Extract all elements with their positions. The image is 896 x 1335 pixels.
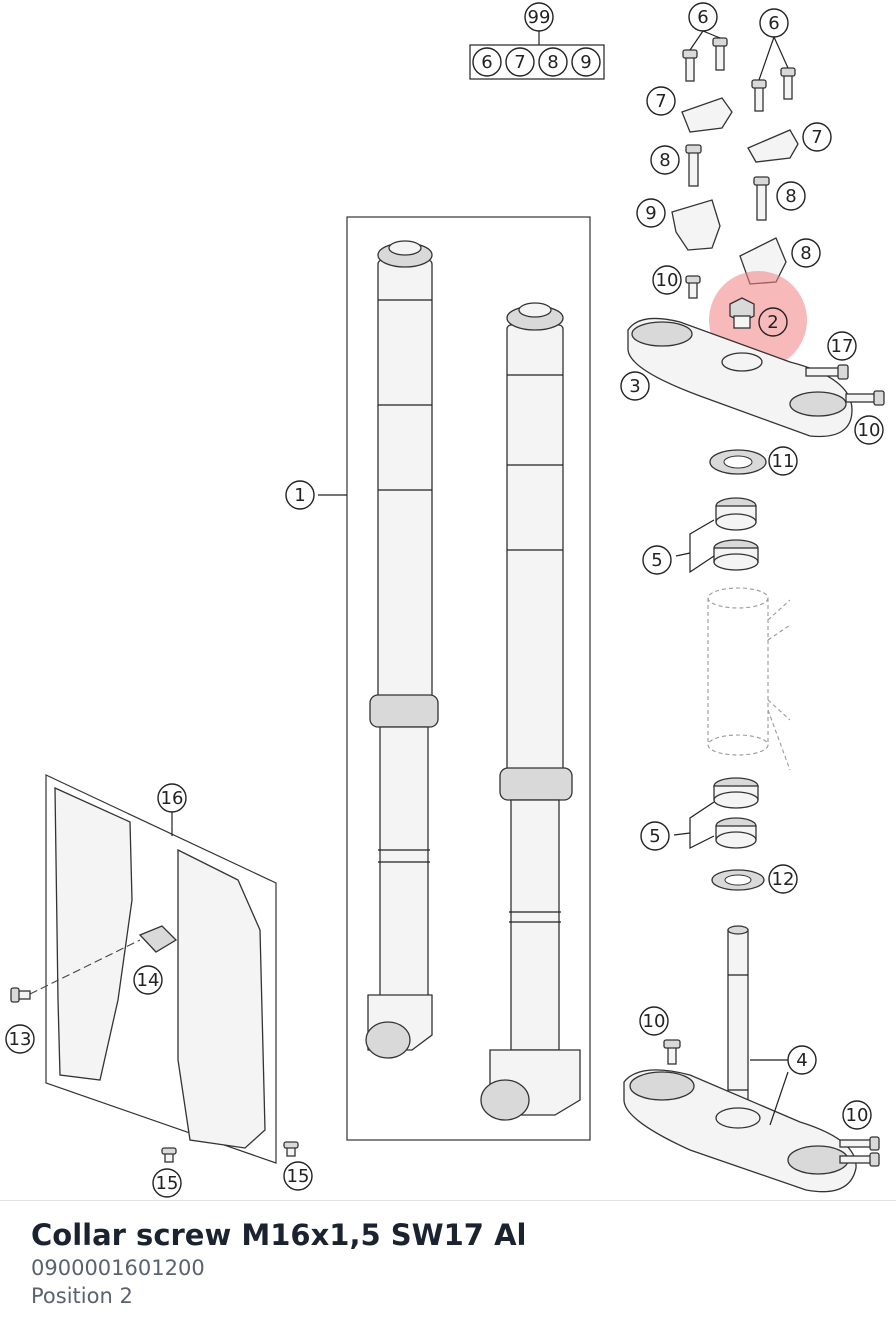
guard-screw-15-right[interactable] xyxy=(283,1141,299,1157)
fork-guard-left[interactable] xyxy=(54,786,133,1081)
fork-leg-left[interactable] xyxy=(365,240,439,1059)
kit-item-label: 9 xyxy=(580,52,591,73)
callout-label: 10 xyxy=(643,1011,666,1032)
dust-seal-11[interactable] xyxy=(709,449,767,475)
callout-17[interactable]: 17 xyxy=(827,331,857,361)
callout-4[interactable]: 4 xyxy=(787,1045,817,1075)
callout-7b[interactable]: 7 xyxy=(802,122,832,152)
callout-label: 5 xyxy=(651,550,662,571)
callout-label: 5 xyxy=(649,826,660,847)
callout-label: 8 xyxy=(785,186,796,207)
callout-label: 8 xyxy=(659,150,670,171)
callout-label: 17 xyxy=(831,336,854,357)
bolt-10-lower-right-pair[interactable] xyxy=(839,1136,880,1167)
callout-label: 15 xyxy=(287,1166,310,1187)
callout-label: 9 xyxy=(645,203,656,224)
callout-label: 4 xyxy=(796,1050,807,1071)
callout-15a[interactable]: 15 xyxy=(152,1168,182,1198)
callout-8c[interactable]: 8 xyxy=(791,238,821,268)
callout-8a[interactable]: 8 xyxy=(650,145,680,175)
screw-8-a[interactable] xyxy=(685,144,702,187)
callout-13[interactable]: 13 xyxy=(5,1024,35,1054)
kit-item-7[interactable]: 7 xyxy=(505,47,535,77)
handlebar-clamp-7-right[interactable] xyxy=(747,129,799,163)
callout-label: 7 xyxy=(811,127,822,148)
callout-label: 8 xyxy=(800,243,811,264)
bolt-10-side[interactable] xyxy=(845,390,885,406)
callout-6a[interactable]: 6 xyxy=(688,2,718,32)
callout-2[interactable]: 2 xyxy=(758,307,788,337)
fork-group-frame xyxy=(346,216,591,1141)
bolt-17[interactable] xyxy=(805,364,849,380)
callout-label: 12 xyxy=(772,869,795,890)
callout-6b[interactable]: 6 xyxy=(759,8,789,38)
bolt-6-right-pair[interactable] xyxy=(751,36,796,112)
screw-8-b[interactable] xyxy=(753,176,770,221)
callout-3[interactable]: 3 xyxy=(620,371,650,401)
callout-label: 11 xyxy=(772,451,795,472)
bolt-6-left-pair[interactable] xyxy=(682,30,728,82)
kit-item-9[interactable]: 9 xyxy=(571,47,601,77)
callout-label: 1 xyxy=(294,485,305,506)
callout-9[interactable]: 9 xyxy=(636,198,666,228)
callout-label: 10 xyxy=(656,270,679,291)
part-title: Collar screw M16x1,5 SW17 Al xyxy=(31,1218,527,1252)
callout-label: 99 xyxy=(528,7,551,28)
divider xyxy=(0,1200,896,1201)
kit-item-label: 6 xyxy=(481,52,492,73)
callout-5a[interactable]: 5 xyxy=(642,545,672,575)
part-info-panel: Collar screw M16x1,5 SW17 Al 09000016012… xyxy=(31,1216,526,1310)
kit-item-label: 8 xyxy=(547,52,558,73)
seal-ring-12[interactable] xyxy=(711,869,765,891)
callout-99[interactable]: 99 xyxy=(524,2,554,32)
callout-label: 14 xyxy=(137,970,160,991)
callout-label: 6 xyxy=(768,13,779,34)
bolt-10-lower-left[interactable] xyxy=(663,1039,681,1065)
callout-10a[interactable]: 10 xyxy=(652,265,682,295)
callout-label: 3 xyxy=(629,376,640,397)
handlebar-mount-9[interactable] xyxy=(671,199,721,251)
callout-label: 15 xyxy=(156,1173,179,1194)
callout-label: 10 xyxy=(858,420,881,441)
fork-guard-frame xyxy=(45,774,277,1164)
bearing-5-upper[interactable] xyxy=(713,497,759,571)
kit-item-label: 7 xyxy=(514,52,525,73)
bearing-5-lower[interactable] xyxy=(713,777,759,849)
callout-14[interactable]: 14 xyxy=(133,965,163,995)
collar-screw-position-2[interactable] xyxy=(729,297,755,329)
guard-screw-15-left[interactable] xyxy=(161,1147,177,1163)
callout-10c[interactable]: 10 xyxy=(639,1006,669,1036)
callout-7a[interactable]: 7 xyxy=(646,86,676,116)
callout-8b[interactable]: 8 xyxy=(776,181,806,211)
callout-10b[interactable]: 10 xyxy=(854,415,884,445)
callout-11[interactable]: 11 xyxy=(768,446,798,476)
frame-head-tube-outline xyxy=(707,587,791,771)
callout-15b[interactable]: 15 xyxy=(283,1161,313,1191)
callout-label: 13 xyxy=(9,1029,32,1050)
bolt-10-upper[interactable] xyxy=(685,275,701,299)
guard-screw-13[interactable] xyxy=(10,987,31,1003)
callout-16[interactable]: 16 xyxy=(157,783,187,813)
fork-guard-right[interactable] xyxy=(177,848,266,1149)
callout-12[interactable]: 12 xyxy=(768,864,798,894)
callout-label: 6 xyxy=(697,7,708,28)
fork-leg-right[interactable] xyxy=(480,302,581,1121)
callout-label: 2 xyxy=(767,312,778,333)
handlebar-clamp-7-left[interactable] xyxy=(681,97,733,133)
kit-item-6[interactable]: 6 xyxy=(472,47,502,77)
callout-label: 7 xyxy=(655,91,666,112)
callout-5b[interactable]: 5 xyxy=(640,821,670,851)
callout-label: 16 xyxy=(161,788,184,809)
part-position: Position 2 xyxy=(31,1284,133,1308)
callout-label: 10 xyxy=(846,1105,869,1126)
callout-1[interactable]: 1 xyxy=(285,480,315,510)
exploded-parts-diagram: 6 7 8 9 xyxy=(5,2,885,1198)
kit-item-8[interactable]: 8 xyxy=(538,47,568,77)
callout-10d[interactable]: 10 xyxy=(842,1100,872,1130)
guard-clip-14[interactable] xyxy=(138,925,178,953)
steering-stem-4[interactable] xyxy=(727,925,749,1121)
part-number: 0900001601200 xyxy=(31,1256,205,1280)
